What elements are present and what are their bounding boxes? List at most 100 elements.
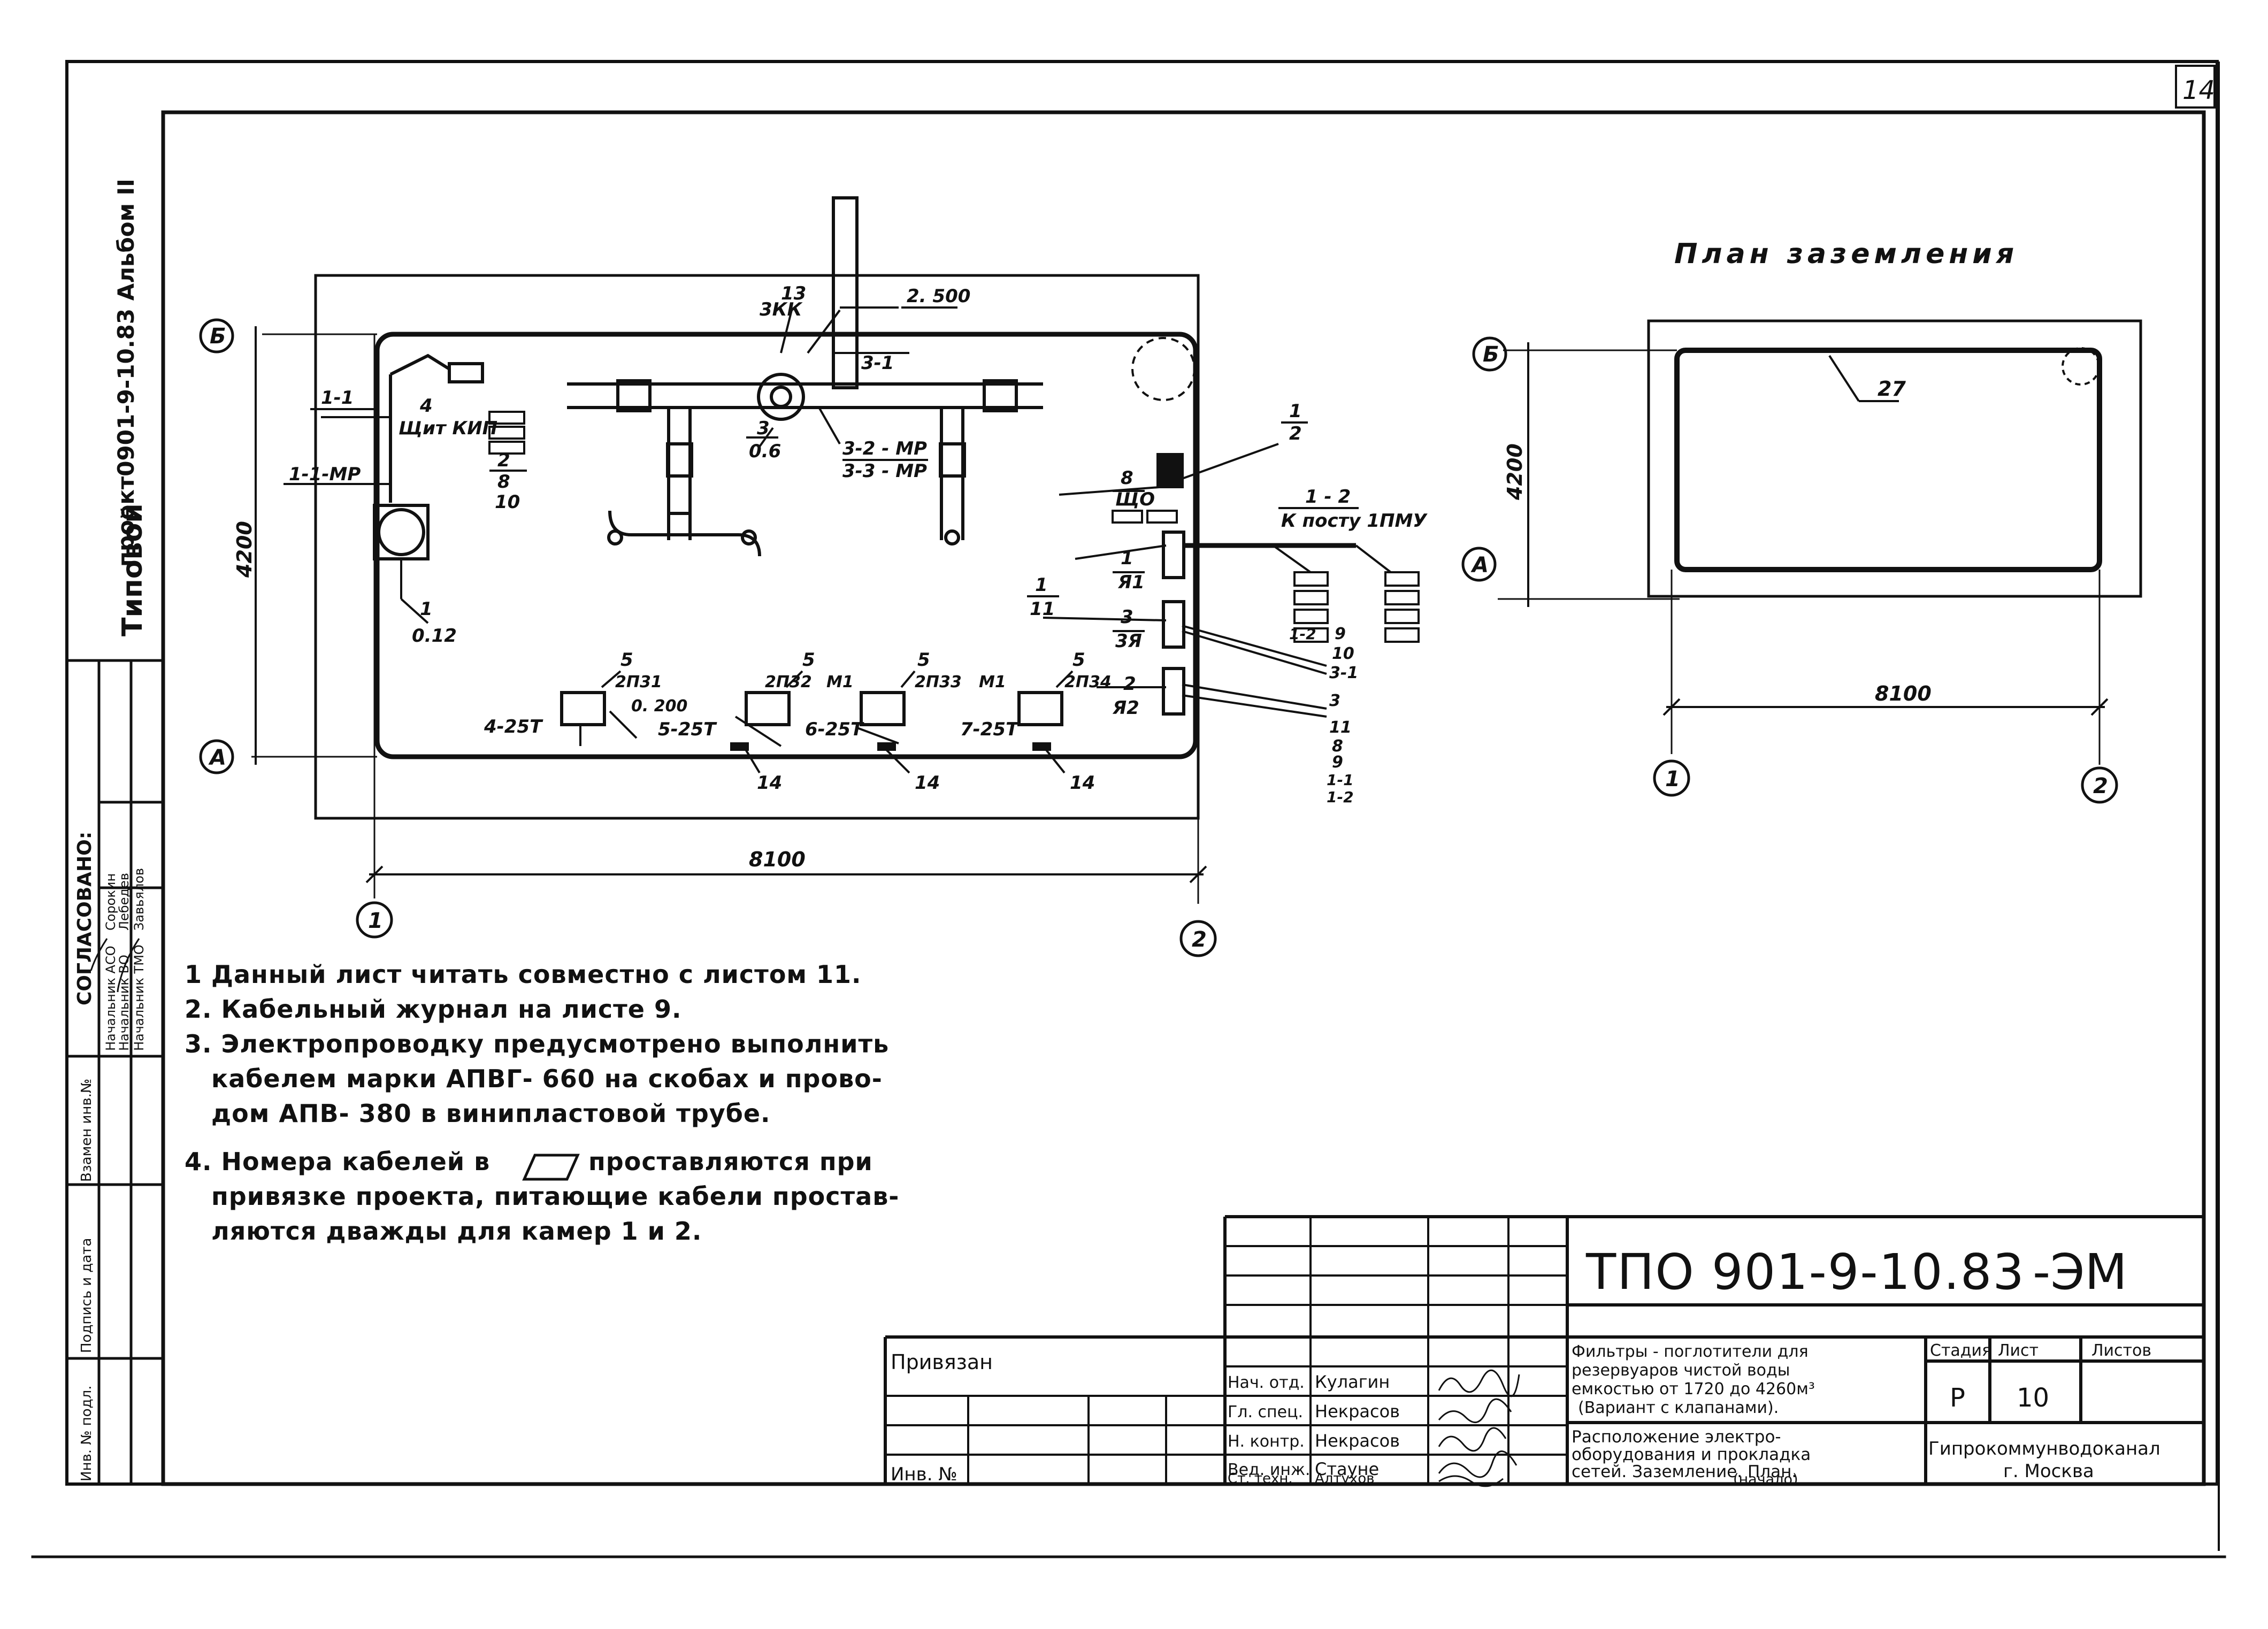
sheet-title-2: сетей. Заземление. План.	[1572, 1462, 1797, 1481]
label-pump-5-3: 5	[917, 649, 930, 671]
label-11-num: 1	[1035, 574, 1048, 596]
object-line-3: (Вариант с клапанами).	[1578, 1399, 1779, 1417]
sheet-number-box	[2175, 65, 2216, 109]
axis-1-circle	[356, 901, 393, 939]
sheet-title-3: (начало)	[1733, 1471, 1798, 1488]
name-0: Кулагин	[1315, 1372, 1390, 1392]
label-cable-4-25t: 4-25Т	[484, 716, 543, 737]
label-3-3: 3-3 - МР	[842, 460, 927, 482]
shchit-kip	[448, 362, 484, 383]
object-line-1: резервуаров чистой воды	[1572, 1361, 1790, 1380]
label-1-1: 1-1	[321, 387, 354, 409]
axis-1-label: 1	[368, 909, 383, 933]
note-4c: ляются дважды для камер 1 и 2.	[211, 1217, 702, 1246]
role-2: Н. контр.	[1228, 1432, 1305, 1451]
note-3b: кабелем марки АПВГ- 660 на скобах и пров…	[211, 1064, 883, 1093]
label-pump-2p33: 2П33	[915, 673, 962, 691]
side-field-signature: Подпись и дата	[79, 1238, 95, 1353]
ground-label-27: 27	[1878, 377, 1906, 401]
approval-name-1: Сорокин	[103, 873, 118, 931]
approval-name-3: Завьялов	[132, 868, 147, 931]
approval-role-1: Начальник АСО	[103, 946, 118, 1051]
label-1-1-mr: 1-1-МР	[289, 464, 361, 485]
inner-frame	[161, 110, 2206, 1486]
approval-title: СОГЛАСОВАНО:	[74, 832, 96, 1005]
side-field-replace: Взамен инв.№	[79, 1079, 95, 1182]
label-4: 4	[419, 395, 433, 417]
side-project-label: проект0901-9-10.83 Альбом II	[113, 179, 139, 567]
label-ya1: Я1	[1117, 572, 1145, 593]
label-pump-5-2: 5	[802, 649, 815, 671]
label-r1-2: 1-2	[1327, 788, 1354, 806]
name-3: Стауне	[1315, 1459, 1379, 1479]
label-0-12: 0.12	[412, 625, 457, 647]
label-0-200: 0. 200	[631, 697, 687, 716]
label-k-postu: К посту 1ПМУ	[1281, 510, 1428, 532]
label-r3: 3	[1329, 691, 1340, 710]
ground-dim-width: 8100	[1875, 682, 1932, 705]
role-1: Гл. спец.	[1228, 1403, 1303, 1421]
axis-2-label: 2	[1192, 927, 1207, 952]
axis-a-label: А	[208, 746, 226, 770]
label-kip-10: 10	[495, 491, 520, 513]
label-14-b: 14	[915, 772, 940, 794]
ground-axis-b: Б	[1483, 342, 1499, 367]
label-ya1-num: 1	[1121, 548, 1133, 569]
ground-building-outline	[1647, 319, 2142, 598]
label-shchit-kip: Щит КИП	[399, 418, 497, 439]
label-m1-b: М1	[979, 673, 1006, 691]
sheet-label: Лист	[1998, 1341, 2039, 1360]
note-cable-marker	[522, 1154, 580, 1181]
sheet-number: 14	[2182, 75, 2215, 105]
label-1: 1	[420, 598, 433, 620]
ground-dim-height: 4200	[1503, 443, 1527, 501]
pump-motor-box	[373, 504, 430, 560]
label-3: 3	[757, 418, 770, 439]
label-ya2-num: 2	[1123, 673, 1136, 695]
label-8: 8	[1121, 467, 1133, 489]
object-line-0: Фильтры - поглотители для	[1572, 1342, 1809, 1361]
inv-no-label: Инв. №	[891, 1464, 957, 1485]
title-block-grid	[885, 1217, 1567, 1484]
label-half-2: 2	[1289, 423, 1302, 444]
drawing-code: ТПО 901-9-10.83	[1585, 1243, 2025, 1301]
name-4: Алтухов	[1315, 1471, 1375, 1487]
ground-plan-title: План заземления	[1674, 238, 2018, 270]
cable-boxes-right	[1293, 571, 1420, 643]
label-9: 9	[1335, 625, 1346, 643]
stage-value: Р	[1950, 1383, 1965, 1413]
label-pump-2p32: 2П32	[765, 673, 812, 691]
name-2: Некрасов	[1315, 1431, 1400, 1451]
label-ya2: Я2	[1112, 697, 1139, 719]
org-line-1: г. Москва	[2003, 1461, 2094, 1482]
label-13: 13	[781, 283, 806, 304]
side-type-label: Типовой	[117, 503, 149, 636]
role-4: Ст. техн.	[1228, 1471, 1293, 1487]
label-shcho: ЩО	[1115, 489, 1155, 510]
label-cable-5-25t: 5-25Т	[658, 719, 717, 740]
label-3kk: 3КК	[760, 299, 803, 320]
sheet-value: 10	[2017, 1383, 2049, 1413]
label-pump-2p31: 2П31	[615, 673, 662, 691]
label-pump-5-1: 5	[620, 649, 633, 671]
label-ya3-num: 3	[1121, 606, 1133, 628]
label-0-6: 0.6	[749, 441, 781, 462]
pumps	[560, 691, 1063, 726]
label-pump-2p34: 2П34	[1064, 673, 1112, 691]
shcho-panel	[1156, 453, 1184, 488]
ground-axis-2: 2	[2093, 774, 2108, 798]
side-stamp-grid	[67, 659, 163, 1484]
label-cable-6-25t: 6-25Т	[805, 719, 864, 740]
axis-2-circle	[1179, 920, 1217, 957]
label-1-2: 1 - 2	[1305, 486, 1351, 508]
sheet-title-0: Расположение электро-	[1572, 1427, 1781, 1447]
label-14-a: 14	[757, 772, 782, 794]
label-r11: 11	[1329, 718, 1352, 737]
object-line-2: емкостью от 1720 до 4260м³	[1572, 1380, 1815, 1399]
label-2500: 2. 500	[907, 286, 970, 307]
main-pipeline	[567, 373, 1043, 557]
label-cable-7-25t: 7-25Т	[960, 719, 1020, 740]
title-block-frame	[884, 1215, 2204, 1484]
